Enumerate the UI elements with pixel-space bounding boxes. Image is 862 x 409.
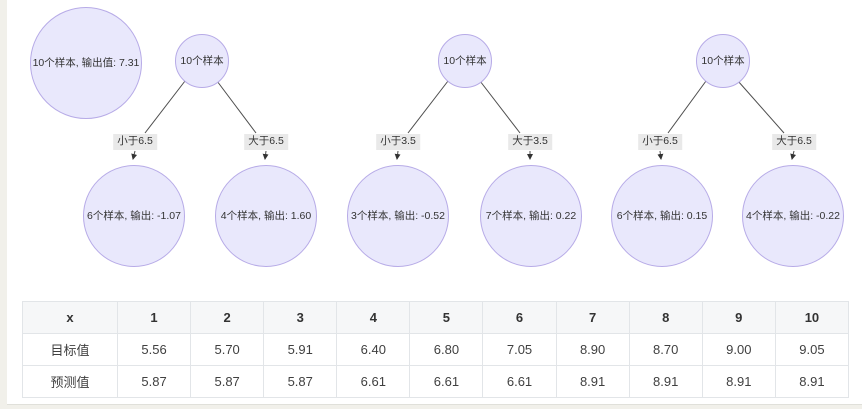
table-cell: 5.91 <box>263 333 338 366</box>
table-header-cell: 6 <box>482 301 557 334</box>
tree1-left-condition: 小于6.5 <box>113 134 157 150</box>
tree3-left-leaf-node: 6个样本, 输出: 0.15 <box>611 165 713 267</box>
table-header-cell: 3 <box>263 301 338 334</box>
table-cell: 5.87 <box>116 365 192 398</box>
tree3-left-leaf-label: 6个样本, 输出: 0.15 <box>616 209 708 222</box>
tree3-root-label: 10个样本 <box>701 54 745 67</box>
tree1-root-node: 10个样本 <box>175 34 229 88</box>
tree1-left-leaf-node: 6个样本, 输出: -1.07 <box>83 165 185 267</box>
tree1-root-label: 10个样本 <box>180 54 224 67</box>
table-header-cell: 7 <box>555 301 630 334</box>
table-cell: 5.87 <box>190 365 265 398</box>
table-header-x: x <box>22 301 118 334</box>
table-header-row: x 1 2 3 4 5 6 7 8 9 10 <box>22 301 850 334</box>
table-cell: 9.00 <box>701 333 776 366</box>
table-header-cell: 1 <box>116 301 192 334</box>
table-cell: 5.87 <box>263 365 338 398</box>
initial-prediction-label: 10个样本, 输出值: 7.31 <box>32 56 140 69</box>
table-cell: 6.80 <box>409 333 484 366</box>
table-cell: 5.70 <box>190 333 265 366</box>
table-header-cell: 9 <box>701 301 776 334</box>
table-cell: 8.91 <box>701 365 776 398</box>
table-header-cell: 8 <box>628 301 703 334</box>
data-table: x 1 2 3 4 5 6 7 8 9 10 目标值 5.56 5.70 5.9… <box>22 301 850 398</box>
tree3-right-leaf-label: 4个样本, 输出: -0.22 <box>746 209 840 222</box>
table-header-cell: 5 <box>409 301 484 334</box>
tree2-root-node: 10个样本 <box>438 34 492 88</box>
tree2-left-leaf-label: 3个样本, 输出: -0.52 <box>351 209 445 222</box>
table-row-predicted: 预测值 5.87 5.87 5.87 6.61 6.61 6.61 8.91 8… <box>22 365 850 398</box>
table-header-cell: 4 <box>336 301 411 334</box>
table-cell: 8.70 <box>628 333 703 366</box>
tree1-right-condition: 大于6.5 <box>244 134 288 150</box>
table-cell: 8.91 <box>555 365 630 398</box>
table-cell: 6.61 <box>409 365 484 398</box>
table-cell: 6.61 <box>482 365 557 398</box>
tree2-left-leaf-node: 3个样本, 输出: -0.52 <box>347 165 449 267</box>
table-cell: 8.90 <box>555 333 630 366</box>
tree3-right-condition: 大于6.5 <box>772 134 816 150</box>
initial-prediction-node: 10个样本, 输出值: 7.31 <box>30 7 142 119</box>
table-header-cell: 10 <box>774 301 850 334</box>
table-cell: 6.61 <box>336 365 411 398</box>
tree1-right-leaf-label: 4个样本, 输出: 1.60 <box>220 209 312 222</box>
tree3-right-leaf-node: 4个样本, 输出: -0.22 <box>742 165 844 267</box>
tree2-root-label: 10个样本 <box>443 54 487 67</box>
table-row-target: 目标值 5.56 5.70 5.91 6.40 6.80 7.05 8.90 8… <box>22 333 850 366</box>
table-cell: 6.40 <box>336 333 411 366</box>
tree1-right-leaf-node: 4个样本, 输出: 1.60 <box>215 165 317 267</box>
tree2-left-condition: 小于3.5 <box>376 134 420 150</box>
tree3-root-node: 10个样本 <box>696 34 750 88</box>
tree2-right-condition: 大于3.5 <box>508 134 552 150</box>
tree2-right-leaf-node: 7个样本, 输出: 0.22 <box>480 165 582 267</box>
table-cell: 7.05 <box>482 333 557 366</box>
row-label: 目标值 <box>22 333 118 366</box>
tree3-left-condition: 小于6.5 <box>638 134 682 150</box>
table-cell: 9.05 <box>774 333 850 366</box>
row-label: 预测值 <box>22 365 118 398</box>
tree1-left-leaf-label: 6个样本, 输出: -1.07 <box>87 209 181 222</box>
table-cell: 5.56 <box>116 333 192 366</box>
table-cell: 8.91 <box>628 365 703 398</box>
table-header-cell: 2 <box>190 301 265 334</box>
tree2-right-leaf-label: 7个样本, 输出: 0.22 <box>485 209 577 222</box>
table-cell: 8.91 <box>774 365 850 398</box>
